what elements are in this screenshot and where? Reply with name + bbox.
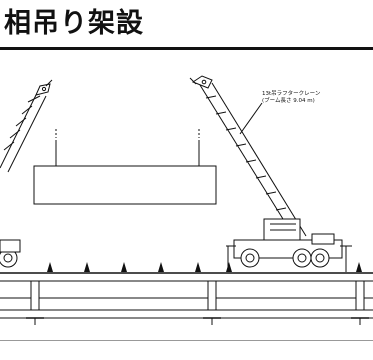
title-underline [0, 47, 373, 50]
crane-spec-label: 13t吊ラフタークレーン (ブーム長さ 9.04 m) [262, 91, 372, 105]
right-crane-carrier [226, 218, 352, 272]
left-crane-carrier [0, 239, 21, 268]
crane-spec-line2: (ブーム長さ 9.04 m) [262, 98, 315, 104]
right-crane-boom [189, 75, 307, 241]
erection-drawing [0, 75, 373, 325]
left-crane-boom [0, 79, 53, 173]
suspended-girder-block [33, 129, 217, 205]
page-title: 相吊り架設 [4, 8, 144, 39]
bottom-divider [0, 340, 373, 341]
traffic-cones [47, 262, 362, 272]
bridge-piers [26, 280, 369, 325]
crane-spec-line1: 13t吊ラフタークレーン [262, 91, 321, 97]
bridge-deck [0, 272, 373, 319]
